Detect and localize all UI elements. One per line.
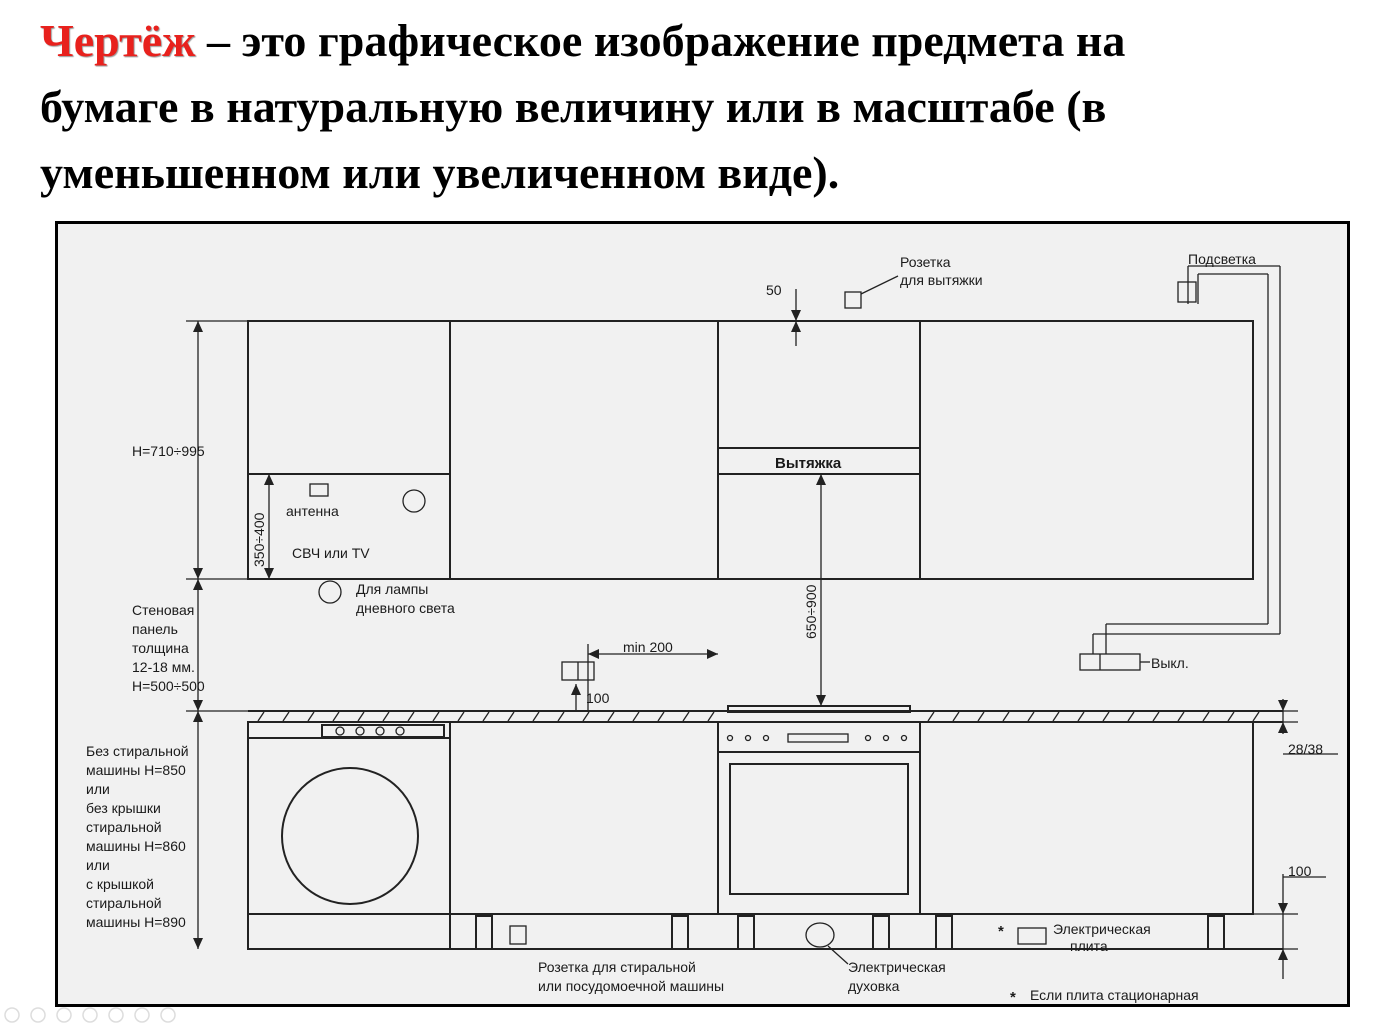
label-vykl: Выкл. [1151,655,1189,671]
kitchen-drawing-frame: Розетка для вытяжки 50 Подсветка H=710÷9… [55,221,1350,1007]
definition-line3: уменьшенном или увеличенном виде). [40,147,840,198]
antenna-socket-icon [309,483,329,497]
label-star-stove: * [998,923,1004,940]
tv-socket-icon [402,489,426,513]
label-wm-6: машины H=860 [86,838,186,854]
plinth-legs [248,913,1283,950]
stove [717,705,921,915]
label-lamp-1: Для лампы [356,581,428,597]
label-plita-1: Электрическая [1053,921,1151,937]
label-star-note: * [1010,989,1016,1004]
label-vytyazhka: Вытяжка [775,455,842,472]
label-panel-5: H=500÷500 [132,678,205,694]
label-rozetka-wm-1: Розетка для стиральной [538,959,696,975]
label-dim-650-900: 650÷900 [803,584,819,639]
backlight-socket-icon [1177,281,1197,303]
label-podsvetka: Подсветка [1188,251,1256,267]
label-wm-3: или [86,781,110,797]
stove-socket-icon [1017,927,1047,945]
kitchen-drawing: Розетка для вытяжки 50 Подсветка H=710÷9… [86,251,1338,1004]
label-stationary: Если плита стационарная [1030,987,1199,1003]
upper-cabinets [247,320,1254,580]
label-panel-1: Стеновая [132,602,194,618]
term-highlight: Чертёж [40,15,196,66]
label-panel-2: панель [132,621,178,637]
lamp-socket-icon [318,580,342,604]
label-panel-3: толщина [132,640,189,656]
label-rozetka-wm-2: или посудомоечной машины [538,978,724,994]
label-lamp-2: дневного света [356,600,455,616]
label-dim-100-socket: 100 [586,690,610,706]
label-wm-9: стиральной [86,895,162,911]
label-dim-350-400: 350÷400 [251,512,267,567]
label-dim-100-plinth: 100 [1288,863,1312,879]
label-antenna: антенна [286,503,339,519]
label-duhovka-2: духовка [848,978,900,994]
label-wm-2: машины H=850 [86,762,186,778]
hood-box [717,447,921,475]
definition-line2: бумаге в натуральную величину или в масш… [40,81,1107,132]
label-rozetka: Розетка [900,254,951,270]
label-h-upper: H=710÷995 [132,443,205,459]
hood-socket-icon [844,291,862,309]
label-panel-4: 12-18 мм. [132,659,195,675]
label-svch: СВЧ или TV [292,545,370,561]
label-wm-5: стиральной [86,819,162,835]
label-wm-1: Без стиральной [86,743,189,759]
label-wm-4: без крышки [86,800,161,816]
washer-socket-icon [509,925,527,945]
label-duhovka-1: Электрическая [848,959,946,975]
label-wm-7: или [86,857,110,873]
label-min-200: min 200 [623,639,673,655]
washing-machine-door [281,767,419,905]
label-wm-8: с крышкой [86,876,154,892]
oven-socket-icon [805,922,835,948]
definition-line1: – это графическое изображение предмета н… [195,15,1126,66]
switch-block-icon [1079,653,1141,671]
slide-title: Чертёж – это графическое изображение пре… [40,8,1360,206]
label-dim-50: 50 [766,282,782,298]
dimension-lines [186,289,1338,979]
label-plita-2: плита [1070,938,1108,954]
sockets [309,275,1197,965]
faint-toolbar-icons [4,1007,176,1023]
wiring [1092,265,1281,654]
label-wm-10: машины H=890 [86,914,186,930]
label-rozetka-hood: для вытяжки [900,272,983,288]
label-dim-28-38: 28/38 [1288,741,1323,757]
